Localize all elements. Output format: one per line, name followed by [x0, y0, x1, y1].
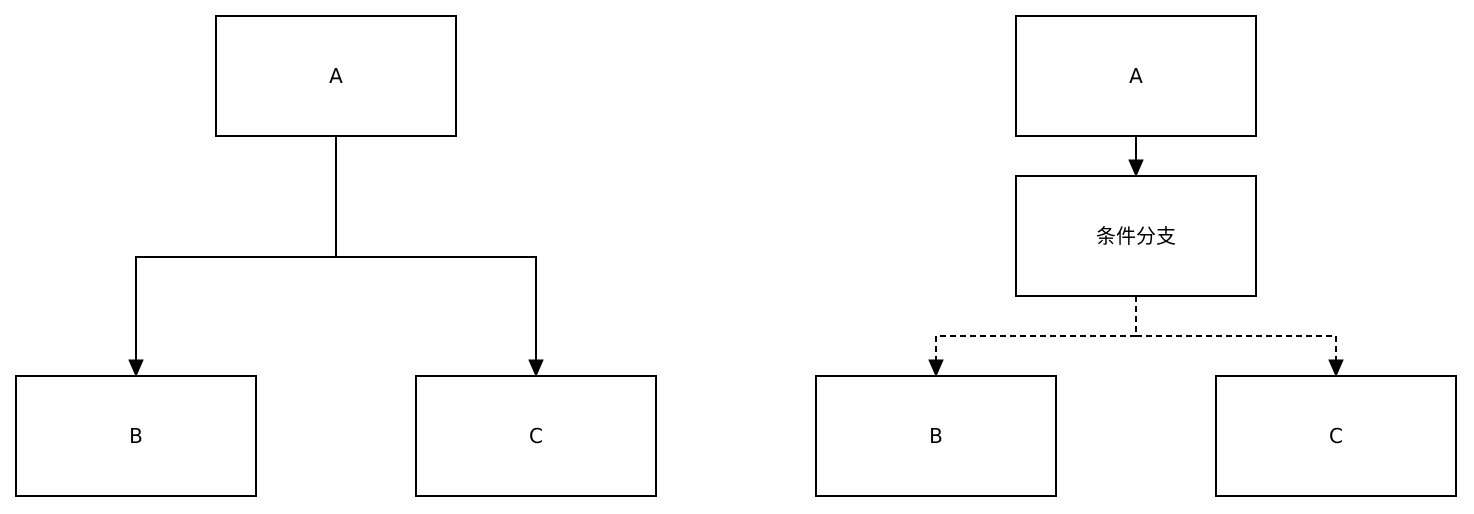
right-edge-branch-to-c-line [1136, 335, 1337, 362]
right-edge-branch-to-c-arrow-icon [1328, 359, 1344, 378]
left-node-a-box [215, 15, 457, 137]
right-node-a[interactable]: A [1015, 15, 1257, 137]
right-node-c-box [1215, 375, 1457, 497]
left-node-b-label: B [129, 424, 143, 448]
right-edge-a-to-branch [1128, 136, 1144, 178]
right-edge-branch-to-b-arrow-icon [928, 359, 944, 378]
right-edge-a-to-branch-arrow-icon [1128, 159, 1144, 178]
right-node-c[interactable]: C [1215, 375, 1457, 497]
left-node-b[interactable]: B [15, 375, 257, 497]
left-diagram: A B C [15, 15, 657, 497]
left-node-c[interactable]: C [415, 375, 657, 497]
left-edge-a-to-c-arrow-icon [528, 359, 544, 378]
right-edge-branch-to-b [928, 296, 1137, 378]
right-node-b[interactable]: B [815, 375, 1057, 497]
right-node-branch-box [1015, 175, 1257, 297]
right-edge-branch-to-b-line [935, 296, 1137, 362]
right-node-a-box [1015, 15, 1257, 137]
left-node-c-box [415, 375, 657, 497]
left-edge-a-to-c-line [336, 256, 537, 362]
left-node-b-box [15, 375, 257, 497]
right-node-branch-label: 条件分支 [1096, 224, 1176, 248]
left-edge-a-to-b [128, 136, 337, 378]
left-edge-a-to-b-line [135, 136, 337, 362]
left-edge-a-to-b-arrow-icon [128, 359, 144, 378]
left-node-a[interactable]: A [215, 15, 457, 137]
right-node-branch[interactable]: 条件分支 [1015, 175, 1257, 297]
left-node-c-label: C [529, 424, 543, 448]
right-diagram: A 条件分支 B C [815, 15, 1457, 497]
right-node-a-label: A [1129, 64, 1143, 88]
left-edge-a-to-c [336, 256, 544, 378]
right-node-b-box [815, 375, 1057, 497]
right-edge-branch-to-c [1136, 335, 1344, 378]
left-node-a-label: A [329, 64, 343, 88]
right-node-b-label: B [929, 424, 943, 448]
right-node-c-label: C [1329, 424, 1343, 448]
